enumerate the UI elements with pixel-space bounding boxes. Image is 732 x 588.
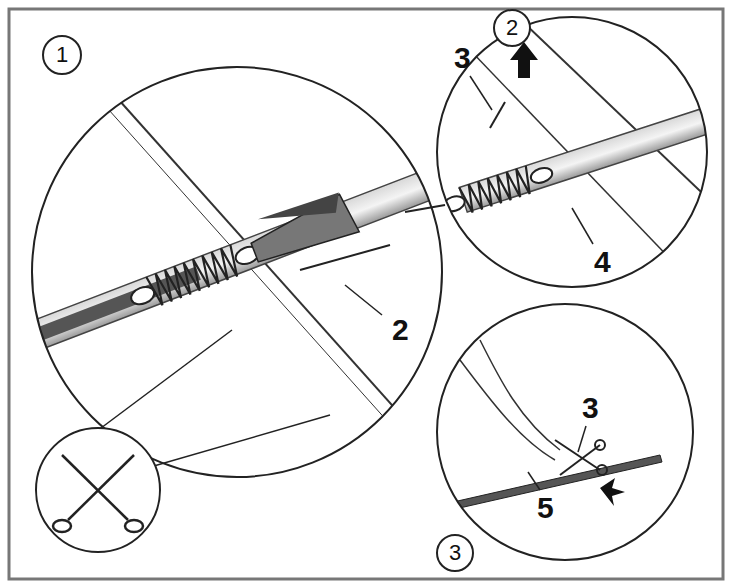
callout-number: 4 xyxy=(594,247,611,277)
step-number: 3 xyxy=(449,542,461,564)
step-number: 2 xyxy=(506,17,518,39)
step-circle: 2 xyxy=(493,9,531,47)
callout-number: 3 xyxy=(582,393,599,423)
callout-number: 3 xyxy=(454,43,471,73)
step-circle: 3 xyxy=(436,534,474,572)
callout-number: 5 xyxy=(537,493,554,523)
callout-number: 2 xyxy=(392,315,409,345)
step-circle: 1 xyxy=(42,35,82,75)
step-number: 1 xyxy=(56,44,68,66)
